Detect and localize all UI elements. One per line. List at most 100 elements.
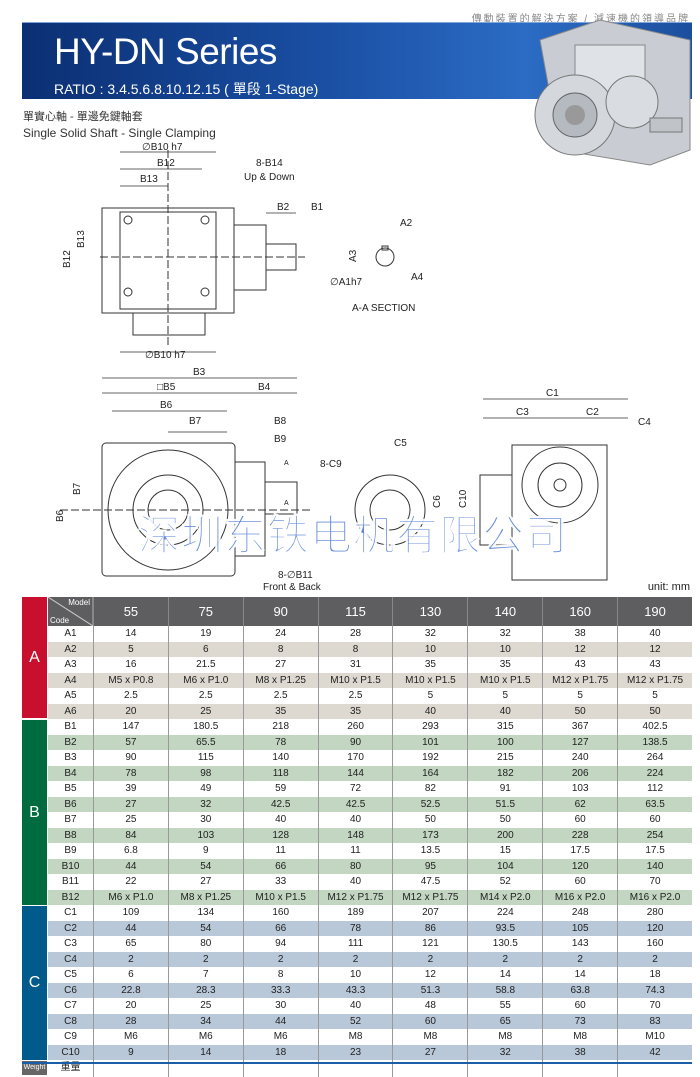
- cell-value: 6: [167, 641, 243, 657]
- cell-value: 160: [617, 936, 692, 952]
- cell-value: 10: [467, 641, 542, 657]
- cell-value: 84: [92, 827, 168, 843]
- cell-value: 78: [317, 920, 393, 936]
- cell-value: 5: [392, 688, 467, 704]
- cell-value: M8: [317, 1029, 393, 1045]
- cell-value: 2.5: [92, 688, 168, 704]
- cell-value: 25: [167, 703, 243, 719]
- cell-value: 30: [242, 998, 318, 1014]
- cell-value: 9: [167, 843, 243, 859]
- cell-value: 148: [317, 827, 393, 843]
- cell-value: M8: [467, 1029, 542, 1045]
- cell-value: 109: [92, 905, 168, 921]
- dim-label: Front & Back: [263, 582, 322, 593]
- group-label-C: C: [22, 906, 47, 1060]
- cell-code: B8: [64, 829, 77, 841]
- dim-label: B3: [193, 367, 206, 378]
- cell-code: C8: [64, 1015, 77, 1027]
- cell-value: 240: [542, 750, 617, 766]
- model-header: 55: [92, 597, 168, 626]
- cell-code: C5: [64, 969, 77, 980]
- cell-value: 66: [242, 920, 318, 936]
- cell-value: 192: [392, 750, 467, 766]
- cell-value: 62: [542, 796, 617, 812]
- cell-value: 138.5: [617, 734, 692, 750]
- cell-value: 40: [317, 874, 393, 890]
- cell-value: 13.5: [392, 843, 467, 859]
- cell-value: 2: [392, 951, 467, 967]
- cell-value: 120: [617, 920, 692, 936]
- cell-value: 5: [92, 641, 168, 657]
- group-label-B: B: [22, 720, 47, 905]
- weight-row: 重量: [48, 1060, 692, 1077]
- dim-label: □B5: [157, 382, 176, 393]
- weight-value: [617, 1060, 692, 1077]
- cell-value: 189: [317, 905, 393, 921]
- cell-value: 82: [392, 781, 467, 797]
- cell-value: 2.5: [317, 688, 393, 704]
- dimension-lines: [102, 151, 628, 433]
- cell-value: 27: [92, 796, 168, 812]
- cell-value: 51.5: [467, 796, 542, 812]
- cell-value: 51.3: [392, 982, 467, 998]
- front-view: [60, 442, 608, 581]
- cell-value: 39: [92, 781, 168, 797]
- cell-value: 17.5: [617, 843, 692, 859]
- cell-value: 170: [317, 750, 393, 766]
- cell-value: 2: [467, 951, 542, 967]
- weight-value: [317, 1060, 393, 1077]
- cell-code: C6: [64, 984, 77, 996]
- cell-value: 2: [617, 951, 692, 967]
- dim-label: C10: [458, 489, 469, 508]
- cell-value: 14: [542, 967, 617, 983]
- cell-value: M8: [392, 1029, 467, 1045]
- cell-value: M14 x P2.0: [467, 889, 542, 905]
- cell-value: M10 x P1.5: [242, 889, 318, 905]
- cell-value: 58.8: [467, 982, 542, 998]
- weight-value: [392, 1060, 467, 1077]
- cell-value: 60: [617, 812, 692, 828]
- cell-value: 11: [242, 843, 318, 859]
- cell-value: 50: [617, 703, 692, 719]
- cell-value: 130.5: [467, 936, 542, 952]
- cell-value: M8: [542, 1029, 617, 1045]
- weight-value: [167, 1060, 243, 1077]
- cell-value: 5: [467, 688, 542, 704]
- cell-value: 254: [617, 827, 692, 843]
- cell-value: 12: [392, 967, 467, 983]
- cell-value: M8 x P1.25: [242, 672, 318, 688]
- weight-value: [542, 1060, 617, 1077]
- cell-value: 112: [617, 781, 692, 797]
- cell-value: 280: [617, 905, 692, 921]
- cell-code: B4: [64, 767, 77, 779]
- cell-value: 228: [542, 827, 617, 843]
- cell-value: 20: [92, 703, 168, 719]
- dim-label: C4: [638, 417, 651, 428]
- cell-value: 215: [467, 750, 542, 766]
- cell-code: A1: [64, 628, 77, 639]
- cell-value: 40: [617, 626, 692, 642]
- cell-value: 22.8: [92, 982, 168, 998]
- cell-value: 27: [392, 1044, 467, 1060]
- cell-value: 83: [617, 1013, 692, 1029]
- cell-value: 134: [167, 905, 243, 921]
- cell-value: 25: [92, 812, 168, 828]
- cell-value: 50: [542, 703, 617, 719]
- dim-label: C1: [546, 388, 559, 399]
- cell-value: 59: [242, 781, 318, 797]
- dim-label: A3: [348, 249, 359, 262]
- cell-value: 103: [542, 781, 617, 797]
- cell-value: 48: [392, 998, 467, 1014]
- cell-code: C7: [64, 1000, 77, 1011]
- cell-value: 182: [467, 765, 542, 781]
- cell-code: B10: [61, 860, 80, 872]
- header-corner: Model Code: [48, 597, 93, 626]
- cell-value: 22: [92, 874, 168, 890]
- cell-code: B1: [64, 721, 77, 732]
- cell-code: B3: [64, 752, 77, 763]
